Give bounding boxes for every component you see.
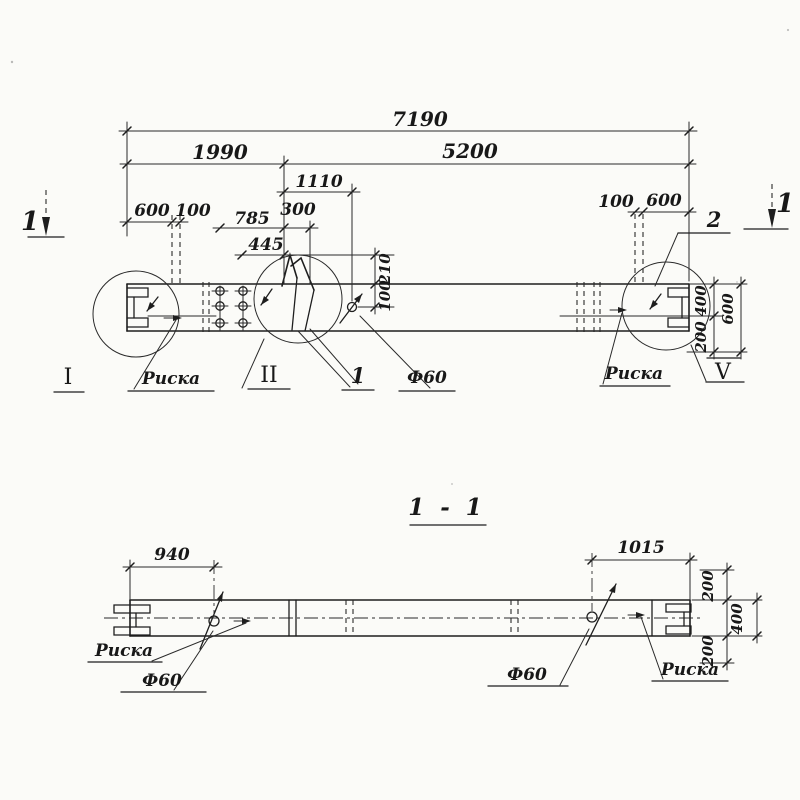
hole-middle (339, 293, 363, 324)
dim-loop-offset: 1110 (295, 172, 342, 192)
dim-width-400: 400 (692, 285, 710, 317)
lifting-loop (281, 252, 315, 332)
dim-bottom-200: 200 (699, 635, 717, 668)
dim-left-100: 100 (175, 201, 211, 221)
risk-marks (146, 288, 662, 312)
dim-mid-400: 400 (728, 603, 746, 635)
dim-top-200: 200 (699, 570, 717, 603)
section-title: 1 - 1 (408, 494, 486, 521)
mark-label-left: Риска (141, 369, 200, 389)
section-mark-label-right: Риска (660, 660, 719, 680)
dim-vert-210: 210 (376, 253, 394, 286)
section-cut-mark-left: 1 (21, 190, 65, 238)
bolt-group (211, 285, 252, 331)
detail-label-I: I (64, 365, 73, 390)
dim-left-600: 600 (134, 201, 170, 221)
part-label-1: 1 (351, 363, 366, 388)
section-right-end-plates (665, 603, 692, 635)
section-left-end-plates (113, 604, 151, 636)
section-leaders (87, 612, 729, 693)
section-hole-label-right: Ф60 (507, 665, 547, 685)
mark-label-right: Риска (604, 364, 663, 384)
cut-label-left: 1 (21, 207, 39, 237)
detail-circles (92, 254, 711, 358)
section-hole-label-left: Ф60 (142, 671, 182, 691)
section-cut-mark-right: 1 (743, 184, 794, 230)
detail-label-V: V (714, 360, 732, 385)
top-view: 1 1 (21, 107, 794, 393)
scan-specks (10, 28, 790, 485)
dim-445: 445 (248, 235, 284, 255)
dim-785: 785 (234, 209, 270, 229)
section-hole-right (585, 583, 617, 646)
beam-plan-outline (126, 283, 690, 332)
dim-right-segment: 5200 (442, 139, 498, 163)
dim-width-600: 600 (719, 293, 737, 325)
hole-dia-label: Ф60 (407, 368, 447, 388)
detail-label-II: II (260, 363, 277, 388)
dim-total: 7190 (392, 107, 448, 131)
dim-right-600: 600 (646, 191, 682, 211)
section-view: 1 - 1 (87, 494, 763, 693)
section-mark-label-left: Риска (94, 641, 153, 661)
dim-vert-100: 100 (376, 280, 394, 312)
dim-left-segment: 1990 (192, 140, 248, 164)
section-seams (288, 599, 653, 637)
top-dimension-lines (118, 121, 748, 360)
dim-1015: 1015 (617, 538, 664, 558)
beam-left-end-plates (126, 287, 149, 328)
part-label-2: 2 (706, 207, 722, 232)
dim-right-100: 100 (598, 192, 634, 212)
cut-label-right: 1 (776, 189, 794, 219)
beam-section-outline (104, 599, 704, 637)
top-leaders (53, 232, 745, 393)
section-dimension-lines (122, 552, 763, 671)
dim-300: 300 (280, 200, 316, 220)
dim-940: 940 (154, 545, 190, 565)
beam-right-end-plates (667, 287, 690, 328)
dim-width-200: 200 (692, 321, 710, 354)
